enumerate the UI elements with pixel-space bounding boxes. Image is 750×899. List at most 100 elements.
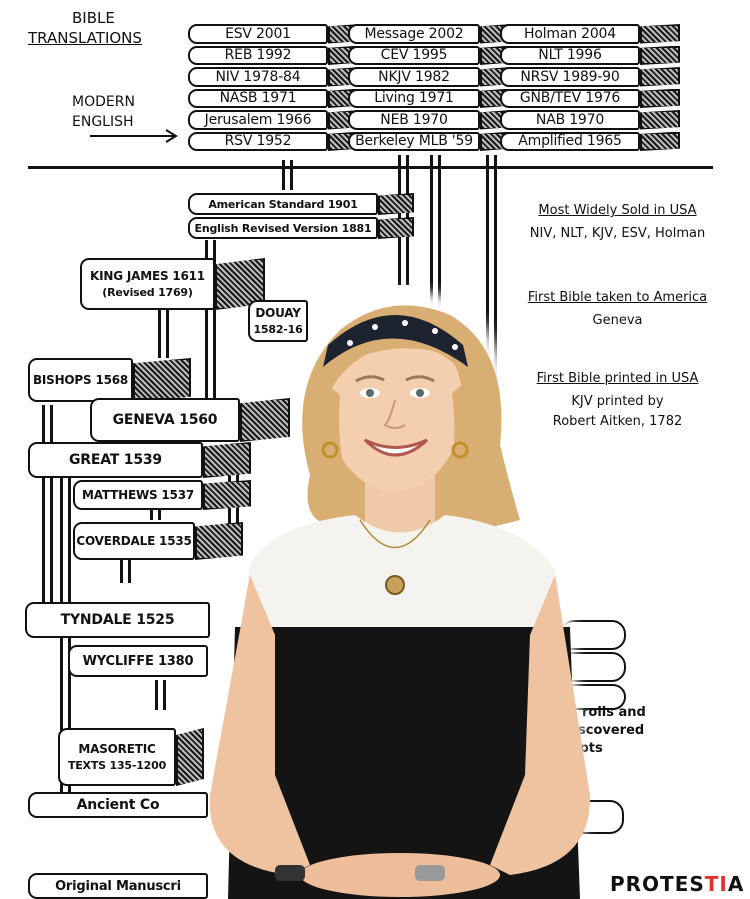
book-subtitle-line: TEXTS 135-1200 bbox=[67, 759, 167, 772]
book-english-revised: English Revised Version 1881 bbox=[188, 217, 414, 239]
fact-heading: First Bible taken to America bbox=[527, 290, 708, 305]
book-title: COVERDALE 1535 bbox=[73, 522, 195, 560]
modern-english-label-1: MODERN bbox=[72, 94, 135, 110]
connector-line bbox=[282, 160, 285, 190]
fact-body: KJV printed by bbox=[571, 394, 664, 409]
fact-heading: First Bible printed in USA bbox=[536, 371, 699, 386]
connector-line bbox=[213, 240, 216, 400]
arrow-right-icon bbox=[90, 129, 178, 143]
book-column1-2: NIV 1978-84 bbox=[188, 67, 360, 87]
book-column2-1: CEV 1995 bbox=[348, 45, 510, 65]
connector-line bbox=[50, 405, 53, 625]
book-spine-hatching bbox=[640, 67, 680, 87]
book-title: Original Manuscri bbox=[28, 873, 208, 899]
connector-line bbox=[158, 500, 161, 520]
book-spine-hatching bbox=[640, 45, 680, 65]
connector-line bbox=[290, 160, 293, 190]
book-column3-3: GNB/TEV 1976 bbox=[500, 88, 680, 108]
book-title: Jerusalem 1966 bbox=[188, 110, 328, 130]
book-title-line: KING JAMES 1611 bbox=[90, 269, 205, 283]
book-title: Ancient Co bbox=[28, 792, 208, 818]
book-title: Living 1971 bbox=[348, 88, 480, 108]
book-american-standard: American Standard 1901 bbox=[188, 193, 414, 215]
book-title: WYCLIFFE 1380 bbox=[68, 645, 208, 677]
book-title-line: DOUAY bbox=[255, 306, 301, 320]
book-column2-5: Berkeley MLB '59 bbox=[348, 131, 510, 151]
book-title: GENEVA 1560 bbox=[90, 398, 240, 442]
book-title: NRSV 1989-90 bbox=[500, 67, 640, 87]
connector-line bbox=[205, 240, 208, 400]
book-spine-hatching bbox=[378, 193, 414, 215]
fact-most-sold: Most Widely Sold in USA NIV, NLT, KJV, E… bbox=[510, 203, 725, 244]
connector-line bbox=[155, 680, 158, 710]
book-column2-3: Living 1971 bbox=[348, 88, 510, 108]
fact-heading: Most Widely Sold in USA bbox=[538, 203, 697, 218]
book-title: NEB 1970 bbox=[348, 110, 480, 130]
book-spine-hatching bbox=[378, 217, 414, 239]
book-tyndale: TYNDALE 1525 bbox=[25, 602, 210, 638]
book-column2-0: Message 2002 bbox=[348, 24, 510, 44]
book-title: English Revised Version 1881 bbox=[188, 217, 378, 239]
connector-line bbox=[158, 310, 161, 358]
book-title: Amplified 1965 bbox=[500, 131, 640, 151]
book-column1-5: RSV 1952 bbox=[188, 131, 360, 151]
book-column3-4: NAB 1970 bbox=[500, 110, 680, 130]
book-spine-hatching bbox=[640, 88, 680, 108]
book-title: Message 2002 bbox=[348, 24, 480, 44]
book-column3-1: NLT 1996 bbox=[500, 45, 680, 65]
book-column3-5: Amplified 1965 bbox=[500, 131, 680, 151]
book-title: NKJV 1982 bbox=[348, 67, 480, 87]
fact-body: NIV, NLT, KJV, ESV, Holman bbox=[529, 226, 706, 241]
scrolls-text-2: scovered bbox=[578, 723, 645, 738]
book-column1-3: NASB 1971 bbox=[188, 88, 360, 108]
era-divider-line bbox=[28, 166, 713, 169]
book-spine-hatching bbox=[640, 131, 680, 151]
book-title: Holman 2004 bbox=[500, 24, 640, 44]
book-column1-0: ESV 2001 bbox=[188, 24, 360, 44]
brand-part-1: PROTES bbox=[610, 872, 705, 896]
book-column1-4: Jerusalem 1966 bbox=[188, 110, 360, 130]
book-title: GNB/TEV 1976 bbox=[500, 88, 640, 108]
scrolls-text-1: rolls and bbox=[582, 705, 646, 720]
book-original: Original Manuscri bbox=[28, 873, 208, 899]
book-title: American Standard 1901 bbox=[188, 193, 378, 215]
book-coverdale: COVERDALE 1535 bbox=[73, 522, 243, 560]
book-title: NIV 1978-84 bbox=[188, 67, 328, 87]
book-king-james: KING JAMES 1611 (Revised 1769) bbox=[80, 258, 265, 310]
book-title: NAB 1970 bbox=[500, 110, 640, 130]
book-subtitle-line: (Revised 1769) bbox=[102, 286, 193, 299]
connector-line bbox=[438, 155, 441, 335]
book-column3-0: Holman 2004 bbox=[500, 24, 680, 44]
connector-line bbox=[128, 555, 131, 583]
book-spine-hatching bbox=[640, 110, 680, 130]
book-title: NLT 1996 bbox=[500, 45, 640, 65]
brand-accent: TI bbox=[704, 872, 728, 896]
connector-line bbox=[163, 680, 166, 710]
connector-line bbox=[430, 155, 433, 335]
book-column3-2: NRSV 1989-90 bbox=[500, 67, 680, 87]
book-title: ESV 2001 bbox=[188, 24, 328, 44]
modern-english-label-2: ENGLISH bbox=[72, 114, 134, 130]
book-matthews: MATTHEWS 1537 bbox=[73, 480, 251, 510]
book-title: GREAT 1539 bbox=[28, 442, 203, 478]
book-geneva: GENEVA 1560 bbox=[90, 398, 290, 442]
book-title: REB 1992 bbox=[188, 45, 328, 65]
book-title: CEV 1995 bbox=[348, 45, 480, 65]
book-title: BISHOPS 1568 bbox=[28, 358, 133, 402]
fact-first-printed: First Bible printed in USA KJV printed b… bbox=[510, 371, 725, 432]
title-line-2: TRANSLATIONS bbox=[28, 29, 142, 47]
book-title: RSV 1952 bbox=[188, 131, 328, 151]
connector-line bbox=[42, 405, 45, 625]
fact-body: Geneva bbox=[592, 313, 643, 328]
book-column2-2: NKJV 1982 bbox=[348, 67, 510, 87]
book-title: TYNDALE 1525 bbox=[25, 602, 210, 638]
book-wycliffe: WYCLIFFE 1380 bbox=[68, 645, 208, 677]
book-spine-hatching bbox=[195, 522, 243, 560]
book-title: MATTHEWS 1537 bbox=[73, 480, 203, 510]
book-ancient: Ancient Co bbox=[28, 792, 208, 818]
